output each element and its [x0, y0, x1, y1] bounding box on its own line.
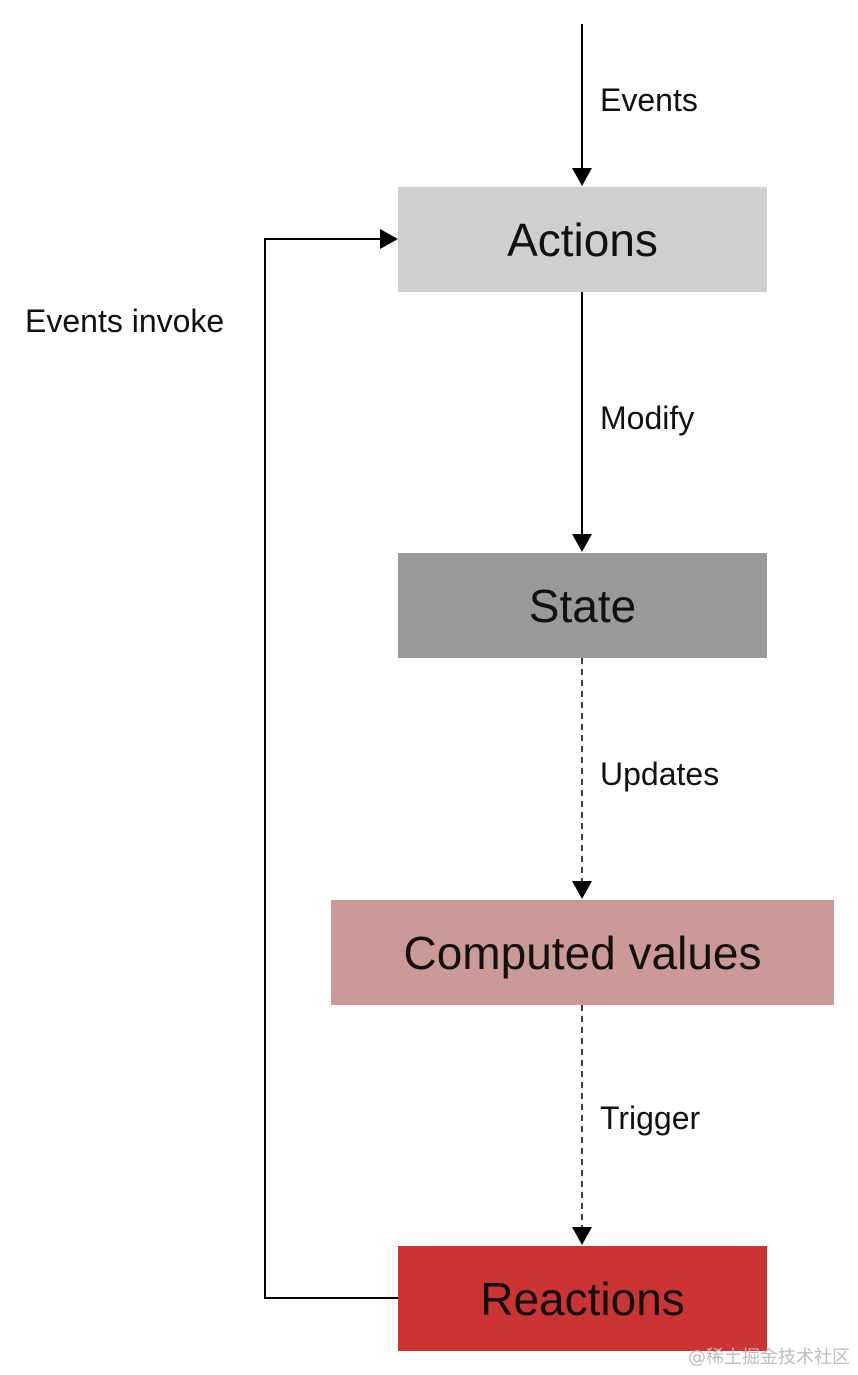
computed-values-label: Computed values	[403, 926, 762, 979]
events-arrowhead	[572, 168, 592, 186]
actions-node: Actions	[398, 187, 767, 292]
reactions-node: Reactions	[398, 1246, 767, 1351]
state-label: State	[528, 579, 637, 632]
trigger-arrowhead	[572, 1227, 592, 1245]
modify-arrowhead	[572, 534, 592, 552]
modify-label: Modify	[600, 400, 695, 436]
state-node: State	[398, 553, 767, 658]
events-invoke-label: Events invoke	[25, 303, 225, 339]
actions-label: Actions	[507, 213, 658, 266]
events-label: Events	[600, 82, 698, 118]
trigger-label: Trigger	[600, 1100, 701, 1136]
events-invoke-arrow	[264, 238, 398, 1299]
updates-label: Updates	[600, 756, 720, 792]
reactions-label: Reactions	[480, 1272, 685, 1325]
events-invoke-arrowhead	[380, 229, 398, 249]
watermark-text: @稀土掘金技术社区	[688, 1347, 850, 1368]
updates-arrowhead	[572, 881, 592, 899]
computed-values-node: Computed values	[331, 900, 834, 1005]
